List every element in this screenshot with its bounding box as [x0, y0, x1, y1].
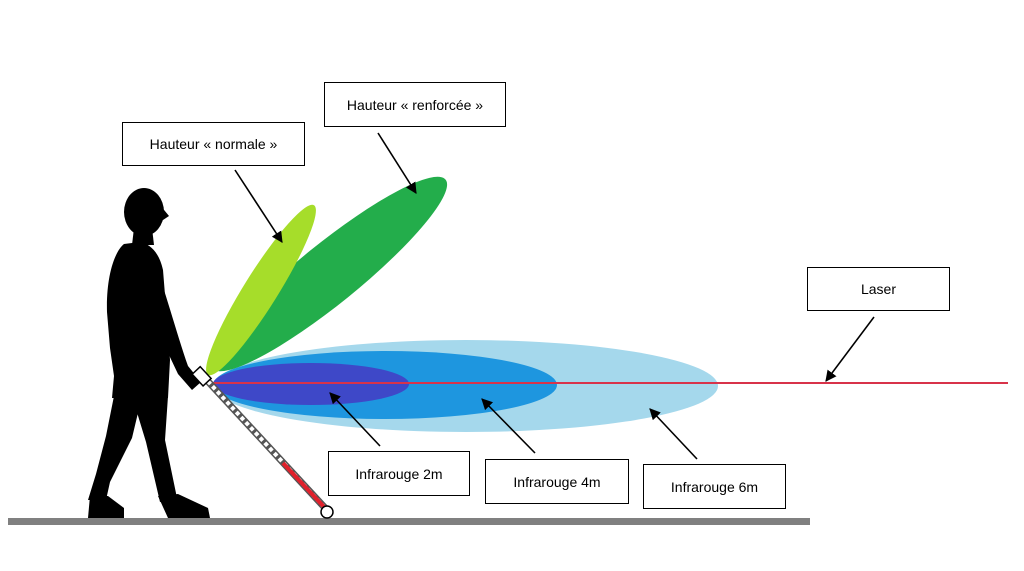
label-infrarouge-2m-text: Infrarouge 2m — [355, 465, 443, 482]
arrow-infrarouge-6m — [649, 408, 698, 460]
person-neck — [132, 228, 154, 245]
ground-line — [8, 518, 810, 525]
label-laser-text: Laser — [860, 281, 897, 297]
arrow-hauteur-normale — [234, 169, 283, 243]
label-infrarouge-4m: Infrarouge 4m — [485, 459, 629, 504]
label-infrarouge-2m: Infrarouge 2m — [328, 451, 470, 496]
person-foot-back — [88, 496, 124, 518]
person-foot-front — [158, 494, 210, 518]
label-infrarouge-4m-text: Infrarouge 4m — [513, 473, 601, 490]
person-nose — [160, 205, 169, 222]
beam-hauteur-normale — [206, 204, 316, 376]
label-hauteur-renforcee: Hauteur « renforcée » — [324, 82, 506, 127]
person-leg-back — [88, 396, 142, 500]
label-hauteur-normale-text: Hauteur « normale » — [149, 136, 278, 152]
cane-tip-ball — [320, 505, 334, 519]
person-leg-front — [132, 396, 177, 502]
label-hauteur-renforcee-text: Hauteur « renforcée » — [346, 96, 484, 113]
person-silhouette — [88, 188, 210, 518]
label-hauteur-normale: Hauteur « normale » — [122, 122, 305, 166]
label-infrarouge-6m-text: Infrarouge 6m — [670, 478, 759, 495]
arrow-hauteur-renforcee — [377, 132, 417, 194]
label-infrarouge-6m: Infrarouge 6m — [643, 464, 786, 509]
cane-sensor-box — [191, 365, 213, 388]
white-cane — [191, 365, 334, 519]
label-laser: Laser — [807, 267, 950, 311]
beam-hauteur-renforcee — [210, 176, 448, 372]
cane-red-tip — [281, 461, 328, 511]
person-arm — [146, 250, 201, 390]
arrow-infrarouge-4m — [481, 398, 536, 454]
person-head — [124, 188, 164, 236]
arrow-infrarouge-2m — [329, 392, 381, 447]
arrow-laser — [825, 316, 875, 382]
